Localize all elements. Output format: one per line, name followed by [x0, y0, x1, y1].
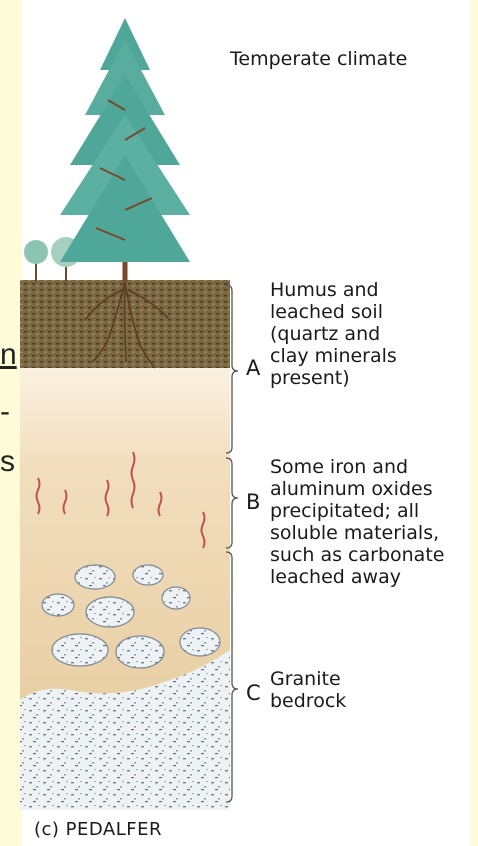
- horizon-c-description: Granite bedrock: [270, 668, 346, 712]
- tree: [60, 18, 190, 282]
- horizon-a-letter: A: [246, 356, 260, 380]
- climate-label: Temperate climate: [230, 48, 407, 70]
- horizon-b-description: Some iron and aluminum oxides precipitat…: [270, 456, 444, 588]
- horizon-c-letter: C: [246, 681, 261, 705]
- soil-column: [20, 280, 230, 810]
- horizon-a-layer: [20, 365, 230, 457]
- horizon-b-letter: B: [246, 490, 260, 514]
- horizon-a-description: Humus and leached soil (quartz and clay …: [270, 279, 397, 389]
- figure-caption: (c) PEDALFER: [34, 819, 162, 840]
